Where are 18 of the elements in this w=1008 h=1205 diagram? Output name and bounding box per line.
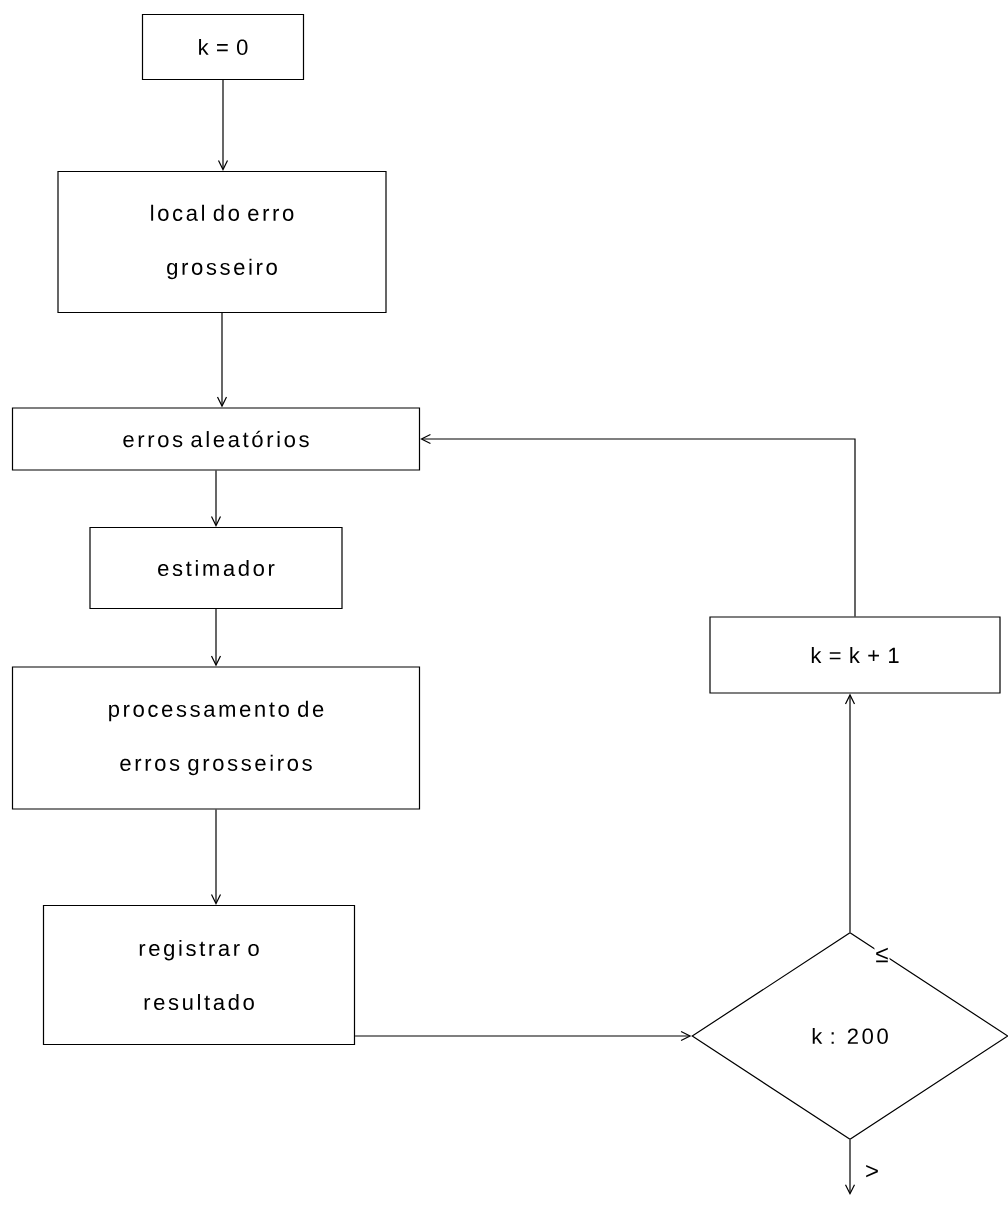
arrow [844,693,856,933]
process-box: registrar o resultado [42,904,356,1046]
arrow [844,1139,856,1196]
process-box: local do erro grosseiro [57,170,387,314]
process-box: estimador [89,526,343,610]
arrow [420,433,856,617]
edge-label: > [864,1164,880,1180]
process-box: processamento de erros grosseiros [11,666,421,810]
arrow [210,470,222,527]
arrow [217,79,229,171]
arrow [210,809,222,905]
process-box: k = 0 [141,13,305,81]
arrow [216,312,228,408]
process-box: k = k + 1 [709,616,1001,694]
process-box: erros aleatórios [11,407,421,471]
edge-label: ≤ [874,946,890,964]
arrow [210,608,222,667]
arrow [354,1030,692,1042]
